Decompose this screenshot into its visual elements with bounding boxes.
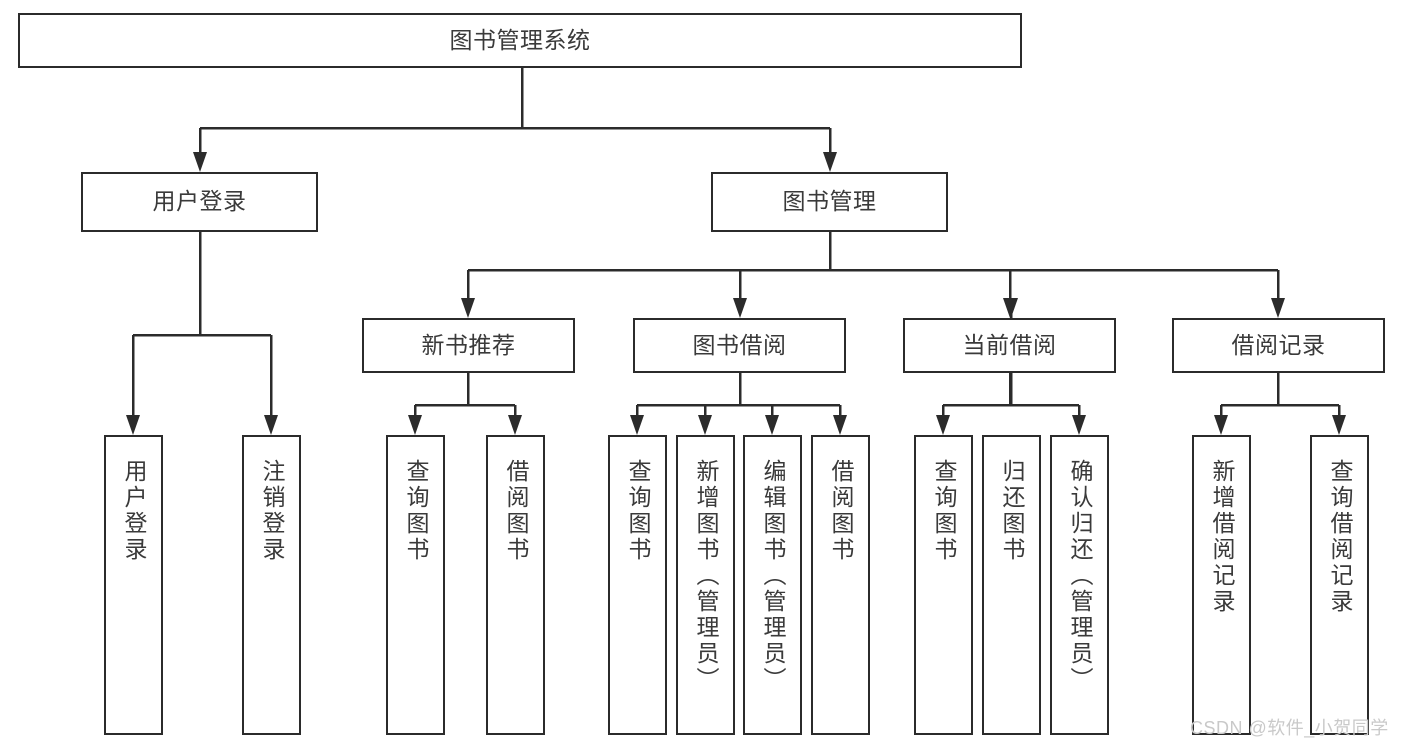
node-leaf-logout[interactable]: 注销登录: [242, 435, 301, 735]
node-leaf-borrow-book[interactable]: 借阅图书: [811, 435, 870, 735]
node-leaf-query-book-current[interactable]: 查询图书: [914, 435, 973, 735]
node-book-borrow[interactable]: 图书借阅: [633, 318, 846, 373]
node-label: 用户登录: [121, 459, 147, 563]
node-label: 查询图书: [931, 459, 957, 563]
node-label: 新书推荐: [421, 331, 516, 358]
node-leaf-query-book-recommend[interactable]: 查询图书: [386, 435, 445, 735]
node-label: 借阅图书: [828, 459, 854, 563]
node-label: 查询图书: [625, 459, 651, 563]
node-leaf-confirm-return-admin[interactable]: 确认归还（管理员）: [1050, 435, 1109, 735]
node-leaf-query-borrow-record[interactable]: 查询借阅记录: [1310, 435, 1369, 735]
node-label: 新增图书（管理员）: [693, 459, 719, 693]
node-leaf-add-book-admin[interactable]: 新增图书（管理员）: [676, 435, 735, 735]
node-leaf-return-book[interactable]: 归还图书: [982, 435, 1041, 735]
node-current-borrow[interactable]: 当前借阅: [903, 318, 1116, 373]
node-label: 归还图书: [999, 459, 1025, 563]
node-label: 编辑图书（管理员）: [760, 459, 786, 693]
node-label: 借阅记录: [1231, 331, 1326, 358]
node-label: 用户登录: [152, 188, 247, 215]
node-book-management-system[interactable]: 图书管理系统: [18, 13, 1022, 68]
node-label: 图书管理系统: [449, 26, 591, 53]
node-leaf-borrow-book-recommend[interactable]: 借阅图书: [486, 435, 545, 735]
node-leaf-user-login[interactable]: 用户登录: [104, 435, 163, 735]
node-label: 查询图书: [403, 459, 429, 563]
node-label: 注销登录: [259, 459, 285, 563]
node-label: 图书管理: [782, 188, 877, 215]
node-label: 确认归还（管理员）: [1067, 459, 1093, 693]
node-label: 新增借阅记录: [1209, 459, 1235, 615]
node-borrow-records[interactable]: 借阅记录: [1172, 318, 1385, 373]
node-user-login[interactable]: 用户登录: [81, 172, 318, 232]
csdn-watermark: CSDN @软件_小贺同学: [1190, 718, 1389, 738]
node-leaf-query-book-borrow[interactable]: 查询图书: [608, 435, 667, 735]
node-label: 图书借阅: [692, 331, 787, 358]
node-label: 借阅图书: [503, 459, 529, 563]
node-leaf-add-borrow-record[interactable]: 新增借阅记录: [1192, 435, 1251, 735]
node-label: 查询借阅记录: [1327, 459, 1353, 615]
node-book-management[interactable]: 图书管理: [711, 172, 948, 232]
node-new-book-recommend[interactable]: 新书推荐: [362, 318, 575, 373]
node-label: 当前借阅: [962, 331, 1057, 358]
node-leaf-edit-book-admin[interactable]: 编辑图书（管理员）: [743, 435, 802, 735]
